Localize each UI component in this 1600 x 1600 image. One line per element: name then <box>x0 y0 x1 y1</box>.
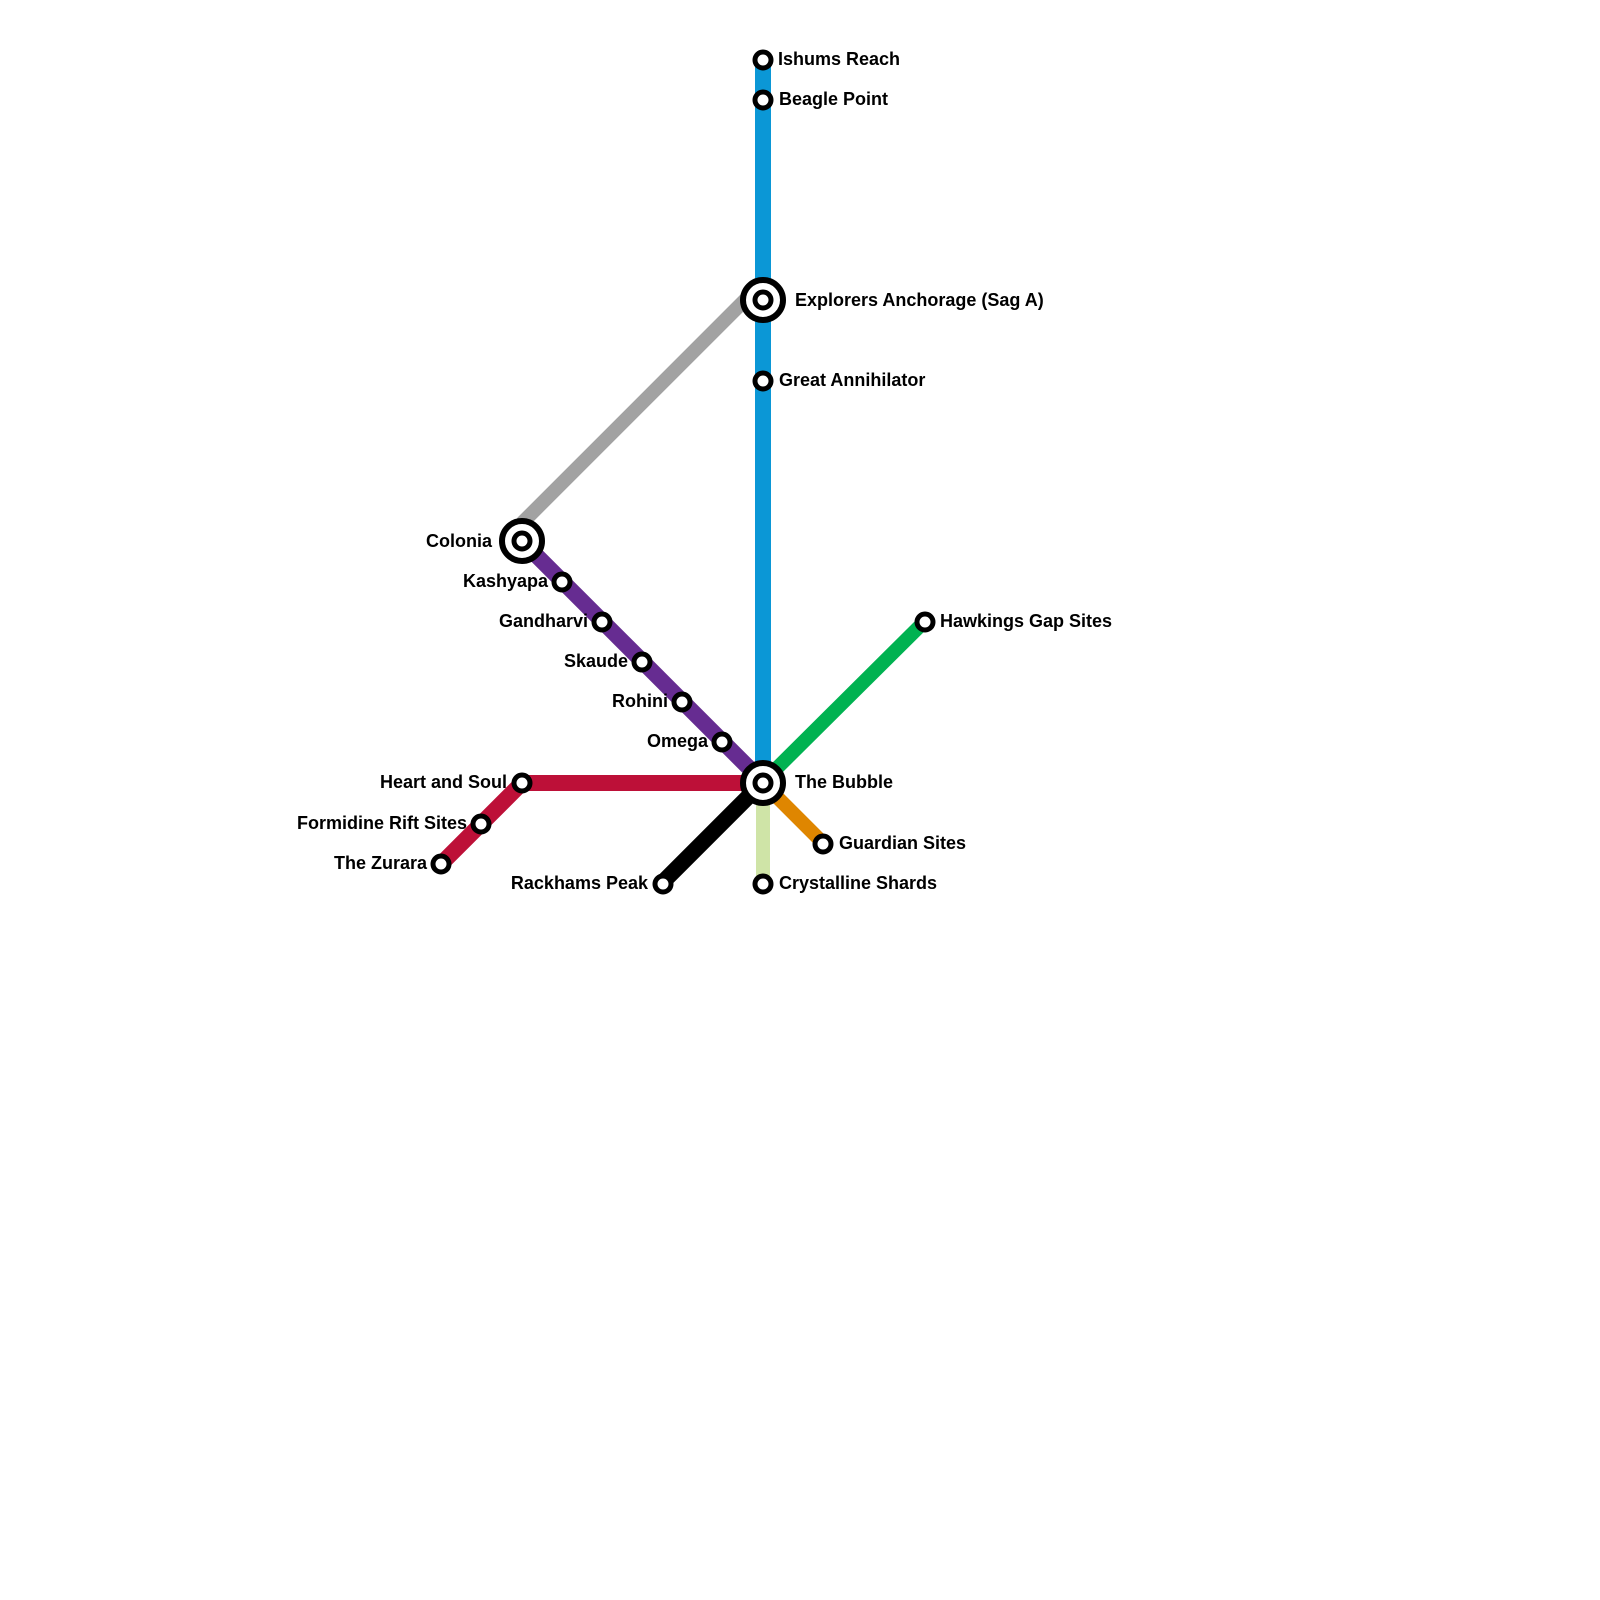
label-formidine-rift-sites: Formidine Rift Sites <box>297 813 467 833</box>
label-skaude: Skaude <box>564 651 628 671</box>
station-omega[interactable] <box>711 731 733 753</box>
label-rackhams-peak: Rackhams Peak <box>511 873 649 893</box>
station-labels: Ishums Reach Beagle Point Explorers Anch… <box>297 49 1112 893</box>
label-beagle-point: Beagle Point <box>779 89 888 109</box>
label-great-annihilator: Great Annihilator <box>779 370 925 390</box>
station-skaude[interactable] <box>631 651 653 673</box>
interchange-colonia[interactable] <box>499 518 545 564</box>
station-heart-and-soul[interactable] <box>511 772 533 794</box>
station-great-annihilator[interactable] <box>752 370 774 392</box>
line-grey <box>516 285 760 529</box>
label-rohini: Rohini <box>612 691 668 711</box>
interchange-the-bubble[interactable] <box>740 760 786 806</box>
label-ishums-reach: Ishums Reach <box>778 49 900 69</box>
station-kashyapa[interactable] <box>551 571 573 593</box>
label-the-zurara: The Zurara <box>334 853 428 873</box>
line-black <box>655 784 761 890</box>
map-lines <box>432 52 932 890</box>
label-heart-and-soul: Heart and Soul <box>380 772 507 792</box>
line-green <box>766 614 932 779</box>
label-explorers-anchorage: Explorers Anchorage (Sag A) <box>795 290 1044 310</box>
label-guardian-sites: Guardian Sites <box>839 833 966 853</box>
station-ishums-reach[interactable] <box>752 49 774 71</box>
label-colonia: Colonia <box>426 531 493 551</box>
interchange-explorers-anchorage[interactable] <box>740 277 786 323</box>
label-hawkings-gap-sites: Hawkings Gap Sites <box>940 611 1112 631</box>
label-the-bubble: The Bubble <box>795 772 893 792</box>
station-beagle-point[interactable] <box>752 89 774 111</box>
station-crystalline-shards[interactable] <box>752 873 774 895</box>
label-kashyapa: Kashyapa <box>463 571 549 591</box>
station-guardian-sites[interactable] <box>812 833 834 855</box>
station-the-zurara[interactable] <box>430 853 452 875</box>
station-gandharvi[interactable] <box>591 611 613 633</box>
station-rohini[interactable] <box>671 691 693 713</box>
station-rackhams-peak[interactable] <box>652 873 674 895</box>
station-hawkings-gap-sites[interactable] <box>914 611 936 633</box>
label-crystalline-shards: Crystalline Shards <box>779 873 937 893</box>
map-stations <box>430 49 936 895</box>
label-omega: Omega <box>647 731 709 751</box>
label-gandharvi: Gandharvi <box>499 611 588 631</box>
station-formidine-rift-sites[interactable] <box>470 813 492 835</box>
line-orange <box>768 788 830 850</box>
